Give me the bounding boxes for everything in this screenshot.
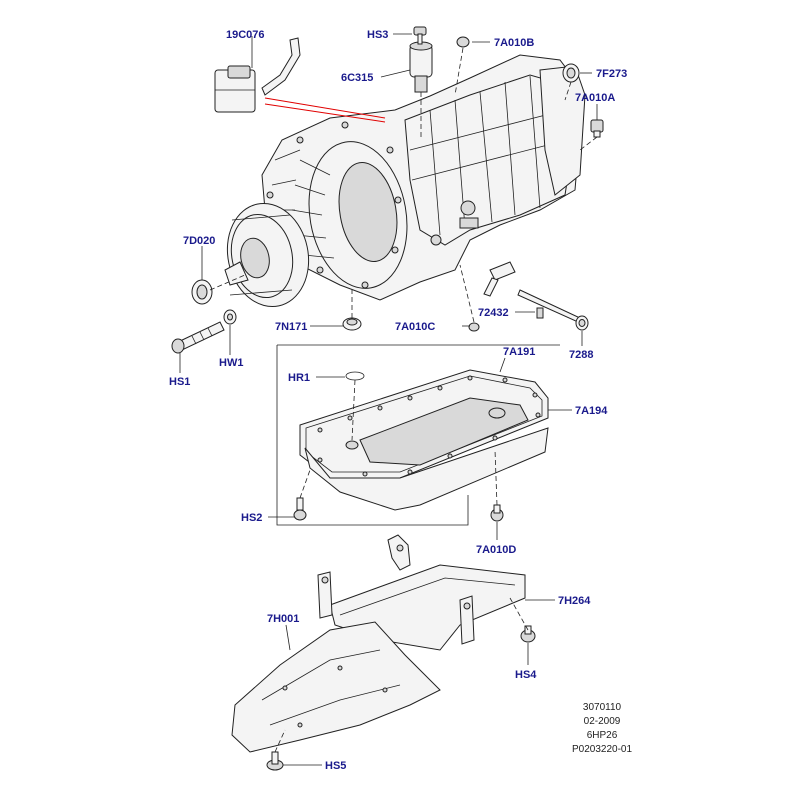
sensor-bracket-part <box>214 37 301 113</box>
reference-date: 02-2009 <box>583 716 621 727</box>
callout-7a010b: 7A010B <box>494 37 534 49</box>
alignment-lines <box>209 47 598 753</box>
seal-7288-part <box>575 315 589 331</box>
pan-bolt-holes <box>317 375 541 477</box>
callout-hr1: HR1 <box>288 372 310 384</box>
callout-7288: 7288 <box>569 349 593 361</box>
reference-number: 3070110 <box>582 702 622 713</box>
transmission-housing <box>261 54 586 301</box>
washer-hw1-part <box>223 309 237 325</box>
bolt-hs1-part <box>171 321 225 354</box>
oil-seal-7f273-part <box>562 63 580 83</box>
diagram-reference-block: 3070110 02-2009 6HP26 P0203220-01 <box>562 702 642 755</box>
callout-hs3: HS3 <box>367 29 388 41</box>
heat-shield-7h001-part <box>231 621 441 753</box>
callout-hs2: HS2 <box>241 512 262 524</box>
oil-pan-assembly <box>276 344 560 526</box>
callout-labels: 19C076 HS3 7A010B 6C315 7F273 7A010A 7D0… <box>169 29 627 772</box>
callout-7n171: 7N171 <box>275 321 307 333</box>
sensor-6c315-part <box>409 41 433 93</box>
illustration-code: P0203220-01 <box>571 744 633 755</box>
callout-7h001: 7H001 <box>267 613 299 625</box>
selector-shaft-part <box>483 261 581 323</box>
drain-plug-7a010d-part <box>490 504 504 522</box>
highlight-lines <box>264 97 386 123</box>
callout-19c076: 19C076 <box>226 29 265 41</box>
bolt-hs4-part <box>520 625 536 643</box>
leader-lines <box>179 33 598 766</box>
bolt-hs3-part <box>413 26 427 45</box>
callout-hs5: HS5 <box>325 760 346 772</box>
callout-hs4: HS4 <box>515 669 537 681</box>
callout-6c315: 6C315 <box>341 72 373 84</box>
seal-7d020-part <box>191 279 213 305</box>
bolt-hs2-part <box>293 497 307 521</box>
callout-7a010c: 7A010C <box>395 321 435 333</box>
plug-7n171-part <box>342 317 362 331</box>
transmission-model: 6HP26 <box>586 730 618 741</box>
callout-7a191: 7A191 <box>503 346 535 358</box>
plug-7a010b-part <box>456 36 470 48</box>
callout-7f273: 7F273 <box>596 68 627 80</box>
bolt-hs5-part <box>266 751 284 771</box>
ring-hr1-part <box>345 371 365 381</box>
callout-72432: 72432 <box>478 307 509 319</box>
callout-7a010d: 7A010D <box>476 544 516 556</box>
callout-hs1: HS1 <box>169 376 190 388</box>
callout-7a194: 7A194 <box>575 405 608 417</box>
callout-hw1: HW1 <box>219 357 243 369</box>
callout-7d020: 7D020 <box>183 235 215 247</box>
plug-7a010c-part <box>468 322 480 332</box>
torque-converter <box>224 202 310 308</box>
plug-7a010a-part <box>590 119 604 138</box>
callout-7a010a: 7A010A <box>575 92 615 104</box>
callout-7h264: 7H264 <box>558 595 591 607</box>
